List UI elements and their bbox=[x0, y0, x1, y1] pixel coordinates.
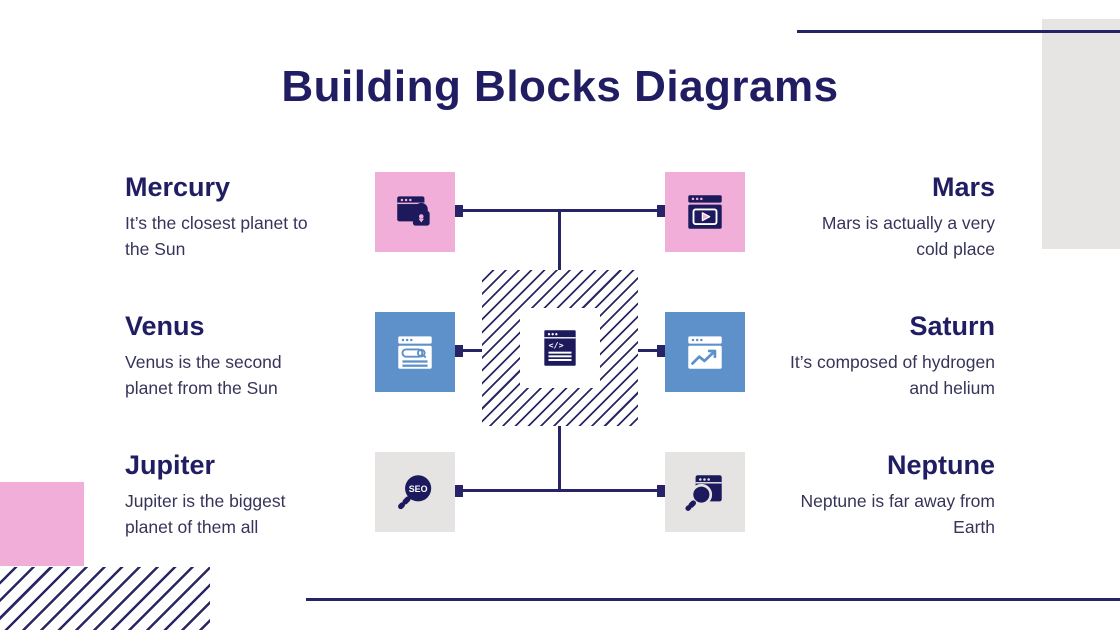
planet-description-venus: Venus is the second planet from the Sun bbox=[125, 352, 282, 398]
planet-name-jupiter: Jupiter bbox=[125, 450, 216, 480]
section-mars: Mars Mars is actually a very cold place bbox=[790, 171, 995, 262]
browser-zoom-icon bbox=[685, 475, 722, 511]
browser-chart-icon bbox=[688, 336, 722, 369]
planet-name-neptune: Neptune bbox=[887, 450, 995, 480]
section-neptune: Neptune Neptune is far away from Earth bbox=[790, 449, 995, 540]
planet-description-mars: Mars is actually a very cold place bbox=[821, 213, 995, 259]
planet-description-saturn: It’s composed of hydrogen and helium bbox=[790, 352, 995, 398]
planet-name-mercury: Mercury bbox=[125, 172, 231, 202]
decor-line-top-right bbox=[797, 30, 1120, 33]
tile-jupiter: SEO bbox=[375, 452, 455, 532]
page-title: Building Blocks Diagrams bbox=[281, 62, 839, 111]
section-mercury: Mercury It’s the closest planet to the S… bbox=[125, 171, 330, 262]
tile-neptune bbox=[665, 452, 745, 532]
planet-description-jupiter: Jupiter is the biggest planet of them al… bbox=[125, 491, 286, 537]
tile-venus bbox=[375, 312, 455, 392]
browser-search-icon bbox=[398, 336, 432, 369]
browser-video-icon bbox=[688, 195, 722, 229]
tile-mars bbox=[665, 172, 745, 252]
connector-line bbox=[455, 489, 665, 492]
code-browser-icon: </> bbox=[544, 330, 576, 366]
decor-line-bottom bbox=[306, 598, 1120, 601]
center-block: </> bbox=[482, 270, 638, 426]
section-jupiter: Jupiter Jupiter is the biggest planet of… bbox=[125, 449, 330, 540]
planet-name-venus: Venus bbox=[125, 311, 205, 341]
connector-line bbox=[558, 210, 561, 308]
decor-rect-top-right bbox=[1042, 19, 1120, 249]
section-saturn: Saturn It’s composed of hydrogen and hel… bbox=[790, 310, 995, 401]
planet-description-mercury: It’s the closest planet to the Sun bbox=[125, 213, 308, 259]
section-venus: Venus Venus is the second planet from th… bbox=[125, 310, 330, 401]
browser-lock-icon bbox=[397, 196, 430, 226]
planet-name-mars: Mars bbox=[931, 172, 995, 202]
decor-square-bottom-left bbox=[0, 482, 84, 566]
svg-text:SEO: SEO bbox=[409, 484, 428, 494]
center-block-inner: </> bbox=[520, 308, 600, 388]
planet-description-neptune: Neptune is far away from Earth bbox=[800, 491, 995, 537]
seo-magnifier-icon: SEO bbox=[398, 475, 432, 510]
tile-saturn bbox=[665, 312, 745, 392]
svg-text:</>: </> bbox=[549, 340, 564, 350]
connector-line bbox=[558, 388, 561, 491]
planet-name-saturn: Saturn bbox=[909, 311, 995, 341]
tile-mercury bbox=[375, 172, 455, 252]
decor-hatch-bottom-left bbox=[0, 567, 210, 630]
